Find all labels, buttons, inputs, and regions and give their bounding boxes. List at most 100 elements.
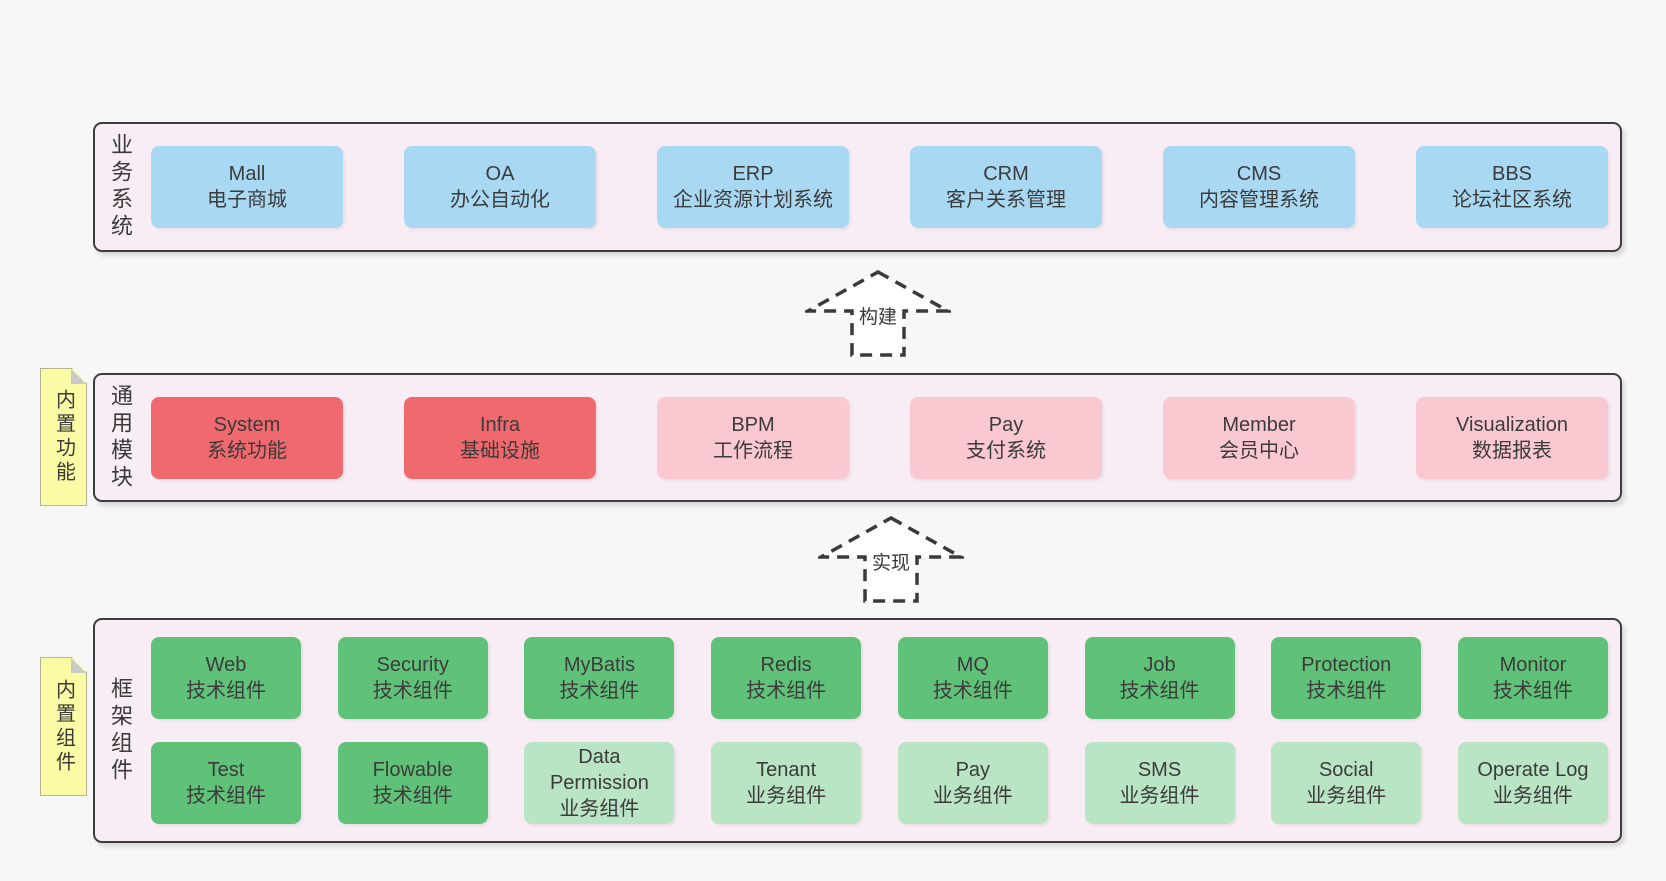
box-subtitle: 技术组件 (932, 680, 1013, 702)
box-mq: MQ 技术组件 (897, 637, 1048, 719)
section-common-modules: 通用模块 System 系统功能 Infra 基础设施 BPM 工作流程 Pay… (93, 373, 1622, 502)
box-infra: Infra 基础设施 (404, 396, 596, 479)
box-title: MyBatis (563, 654, 635, 676)
box-title: System (213, 413, 281, 436)
box-subtitle: 办公自动化 (450, 189, 550, 211)
box-protection: Protection 技术组件 (1271, 637, 1422, 719)
framework-grid: Web 技术组件 Security 技术组件 MyBatis 技术组件 Redi… (145, 637, 1620, 824)
note-built-in-features: 内置功能 (40, 368, 87, 506)
box-title: BBS (1491, 163, 1533, 185)
box-subtitle: 内容管理系统 (1199, 189, 1319, 211)
box-title: Operate Log (1477, 759, 1589, 781)
section-framework-label: 框架组件 (108, 676, 133, 785)
box-title: Test (207, 759, 245, 781)
note-label: 内置功能 (52, 389, 75, 485)
box-subtitle: 电子商城 (207, 189, 287, 211)
framework-row-1: Web 技术组件 Security 技术组件 MyBatis 技术组件 Redi… (151, 637, 1608, 719)
box-subtitle: 技术组件 (746, 680, 827, 702)
box-title: Member (1222, 413, 1296, 436)
box-subtitle: 支付系统 (966, 439, 1046, 462)
business-boxes-row: Mall 电子商城 OA 办公自动化 ERP 企业资源计划系统 CRM 客户关系… (145, 146, 1620, 228)
arrow-build-label: 构建 (855, 300, 901, 331)
box-title: Monitor (1499, 654, 1567, 676)
box-subtitle: 数据报表 (1472, 439, 1552, 462)
box-title: Pay (955, 759, 991, 781)
arrow-build: 构建 (805, 269, 951, 359)
box-social: Social 业务组件 (1271, 742, 1422, 824)
box-subtitle: 基础设施 (460, 439, 540, 462)
section-framework-components: 框架组件 Web 技术组件 Security 技术组件 MyBatis 技术组件… (93, 618, 1622, 843)
box-redis: Redis 技术组件 (711, 637, 862, 719)
box-title: Data Permission (549, 746, 649, 794)
box-subtitle: 客户关系管理 (946, 189, 1066, 211)
box-tenant: Tenant 业务组件 (711, 742, 862, 824)
box-subtitle: 技术组件 (1119, 680, 1200, 702)
box-title: OA (485, 163, 515, 185)
box-bpm: BPM 工作流程 (657, 396, 849, 479)
box-title: Pay (988, 413, 1024, 436)
box-subtitle: 技术组件 (372, 785, 453, 807)
box-subtitle: 工作流程 (713, 439, 793, 462)
box-mybatis: MyBatis 技术组件 (524, 637, 675, 719)
section-label-wrap: 业务系统 (95, 124, 145, 250)
box-sms: SMS 业务组件 (1084, 742, 1235, 824)
box-system: System 系统功能 (151, 396, 343, 479)
box-title: CRM (983, 163, 1029, 185)
section-modules-label: 通用模块 (108, 383, 133, 492)
modules-boxes-row: System 系统功能 Infra 基础设施 BPM 工作流程 Pay 支付系统… (145, 396, 1620, 479)
box-title: Job (1143, 654, 1176, 676)
box-operate-log: Operate Log 业务组件 (1457, 742, 1608, 824)
box-subtitle: 技术组件 (1492, 680, 1573, 702)
box-data-permission: Data Permission 业务组件 (524, 742, 675, 824)
box-subtitle: 业务组件 (559, 798, 640, 820)
box-subtitle: 技术组件 (186, 785, 266, 807)
box-pay-component: Pay 业务组件 (897, 742, 1048, 824)
note-fold-corner-icon (71, 369, 86, 384)
box-mall: Mall 电子商城 (151, 146, 343, 228)
box-title: Flowable (372, 759, 453, 781)
box-subtitle: 业务组件 (1492, 785, 1573, 807)
box-subtitle: 技术组件 (1306, 680, 1387, 702)
box-crm: CRM 客户关系管理 (910, 146, 1102, 228)
box-title: MQ (956, 654, 989, 676)
box-flowable: Flowable 技术组件 (337, 742, 488, 824)
box-subtitle: 业务组件 (746, 785, 827, 807)
note-label: 内置组件 (52, 678, 75, 775)
note-fold-corner-icon (71, 658, 86, 673)
box-security: Security 技术组件 (337, 637, 488, 719)
box-subtitle: 技术组件 (186, 680, 266, 702)
box-web: Web 技术组件 (151, 637, 301, 719)
box-test: Test 技术组件 (151, 742, 301, 824)
box-title: Infra (479, 413, 521, 436)
box-member: Member 会员中心 (1163, 396, 1355, 479)
box-title: Protection (1301, 654, 1392, 676)
box-bbs: BBS 论坛社区系统 (1416, 146, 1608, 228)
box-title: BPM (731, 413, 775, 436)
framework-row-2: Test 技术组件 Flowable 技术组件 Data Permission … (151, 742, 1608, 824)
box-subtitle: 论坛社区系统 (1452, 189, 1572, 211)
note-built-in-components: 内置组件 (40, 657, 87, 796)
box-subtitle: 业务组件 (1119, 785, 1200, 807)
box-subtitle: 企业资源计划系统 (673, 189, 833, 211)
box-title: Redis (760, 654, 812, 676)
box-title: Social (1318, 759, 1374, 781)
section-business-systems: 业务系统 Mall 电子商城 OA 办公自动化 ERP 企业资源计划系统 CRM… (93, 122, 1622, 252)
box-job: Job 技术组件 (1084, 637, 1235, 719)
box-subtitle: 业务组件 (932, 785, 1013, 807)
box-pay-system: Pay 支付系统 (910, 396, 1102, 479)
box-title: Visualization (1456, 413, 1568, 436)
box-erp: ERP 企业资源计划系统 (657, 146, 849, 228)
box-subtitle: 技术组件 (372, 680, 453, 702)
box-visualization: Visualization 数据报表 (1416, 396, 1608, 479)
box-cms: CMS 内容管理系统 (1163, 146, 1355, 228)
box-title: Security (376, 654, 449, 676)
section-label-wrap: 通用模块 (95, 375, 145, 500)
box-monitor: Monitor 技术组件 (1457, 637, 1608, 719)
box-title: Tenant (756, 759, 817, 781)
box-oa: OA 办公自动化 (404, 146, 596, 228)
box-title: CMS (1236, 163, 1282, 185)
box-title: Mall (228, 163, 266, 185)
box-subtitle: 会员中心 (1219, 439, 1299, 462)
box-subtitle: 系统功能 (207, 439, 287, 462)
section-business-label: 业务系统 (108, 133, 133, 241)
